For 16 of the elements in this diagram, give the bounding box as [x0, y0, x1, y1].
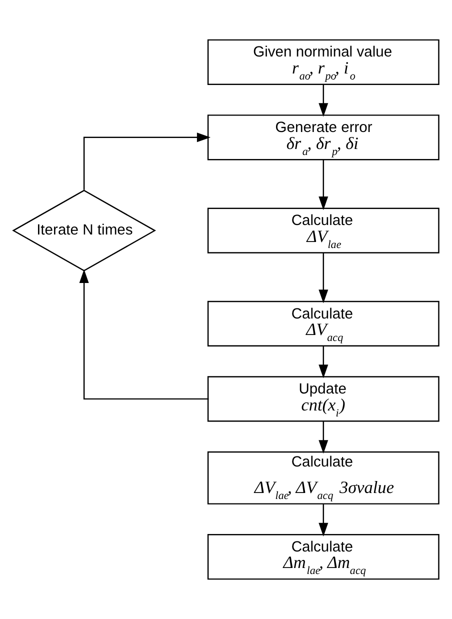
node-box: Calculate ΔV$_{lae}$	[207, 208, 440, 254]
node-box: Calculate ΔV$_{acq}$	[207, 300, 440, 347]
node-box: Calculate ΔV$_{lae}$, ΔV$_{acq}$ 3σvalue	[207, 451, 440, 504]
arrow	[318, 84, 328, 117]
node-box: Generate error δr$_{a}$, δr$_{p}$, δi	[207, 114, 440, 160]
arrow	[83, 132, 211, 190]
arrow	[318, 160, 328, 210]
node-diamond: Iterate N times	[12, 190, 156, 272]
node-box: Calculate Δm$_{lae}$, Δm$_{acq}$	[207, 534, 440, 580]
arrow	[318, 504, 328, 536]
arrow	[318, 253, 328, 304]
arrow	[318, 421, 328, 454]
arrow	[318, 346, 328, 378]
node-box: Given norminal value r$_{ao}$, r$_{po}$, i$_{o}$	[207, 39, 440, 85]
node-box: Update cnt(x$_{i}$)	[207, 376, 440, 422]
arrow	[79, 269, 209, 400]
